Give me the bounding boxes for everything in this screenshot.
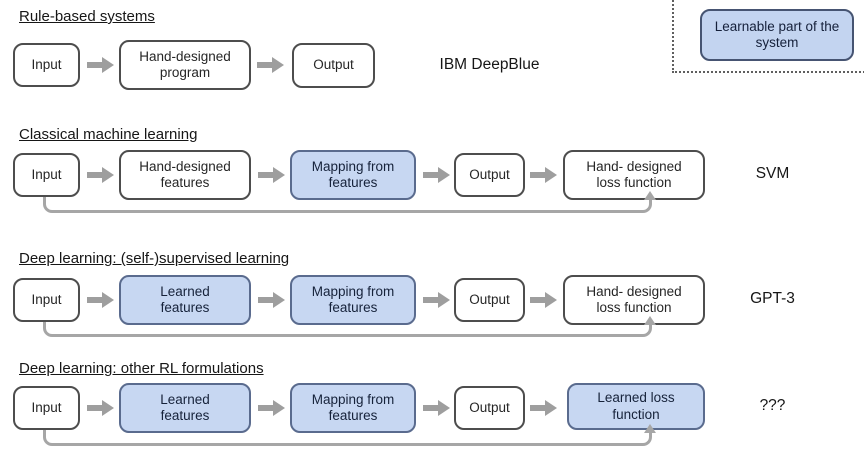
example-label-unknown: ??? xyxy=(759,397,786,414)
box-output: Output xyxy=(454,278,525,322)
box-mapping-from-features: Mapping from features xyxy=(290,275,416,325)
feedback-arrow-line xyxy=(43,322,652,337)
arrow-right-icon xyxy=(258,400,285,416)
arrow-right-icon xyxy=(423,400,450,416)
box-loss-function: Hand- designed loss function xyxy=(563,275,705,325)
arrow-right-icon xyxy=(258,292,285,308)
arrow-right-icon xyxy=(87,167,114,183)
box-mapping-from-features: Mapping from features xyxy=(290,383,416,433)
arrow-right-icon xyxy=(530,167,557,183)
section-title-classical-ml: Classical machine learning xyxy=(19,126,198,143)
arrow-right-icon xyxy=(87,57,114,73)
arrow-right-icon xyxy=(423,167,450,183)
box-mapping-from-features: Mapping from features xyxy=(290,150,416,200)
example-label-gpt3: GPT-3 xyxy=(750,290,795,307)
box-hand-designed-program: Hand-designed program xyxy=(119,40,251,90)
box-learned-loss-function: Learned loss function xyxy=(567,383,705,430)
box-input: Input xyxy=(13,386,80,430)
box-input: Input xyxy=(13,43,80,87)
feedback-arrow-line xyxy=(43,430,652,446)
box-loss-function: Hand- designed loss function xyxy=(563,150,705,200)
arrow-right-icon xyxy=(87,400,114,416)
example-label-svm: SVM xyxy=(755,165,790,182)
arrow-right-icon xyxy=(257,57,284,73)
box-learned-features: Learned features xyxy=(119,383,251,433)
arrow-right-icon xyxy=(423,292,450,308)
feedback-arrowhead-icon xyxy=(644,191,656,200)
box-hand-designed-features: Hand-designed features xyxy=(119,150,251,200)
legend-dotted-border xyxy=(672,0,864,73)
feedback-arrowhead-icon xyxy=(644,316,656,325)
arrow-right-icon xyxy=(530,292,557,308)
feedback-arrowhead-icon xyxy=(644,424,656,433)
arrow-right-icon xyxy=(87,292,114,308)
box-learned-features: Learned features xyxy=(119,275,251,325)
arrow-right-icon xyxy=(258,167,285,183)
section-title-rule-based: Rule-based systems xyxy=(19,8,155,25)
legend-label: Learnable part of the system xyxy=(714,18,840,50)
legend-box: Learnable part of the system xyxy=(700,9,854,61)
box-output: Output xyxy=(292,43,375,88)
section-title-deep-rl: Deep learning: other RL formulations xyxy=(19,360,264,377)
feedback-arrow-line xyxy=(43,197,652,213)
box-input: Input xyxy=(13,153,80,197)
box-output: Output xyxy=(454,386,525,430)
section-title-deep-supervised: Deep learning: (self-)supervised learnin… xyxy=(19,250,290,267)
example-label-ibm-deepblue: IBM DeepBlue xyxy=(439,56,540,73)
box-output: Output xyxy=(454,153,525,197)
arrow-right-icon xyxy=(530,400,557,416)
box-input: Input xyxy=(13,278,80,322)
